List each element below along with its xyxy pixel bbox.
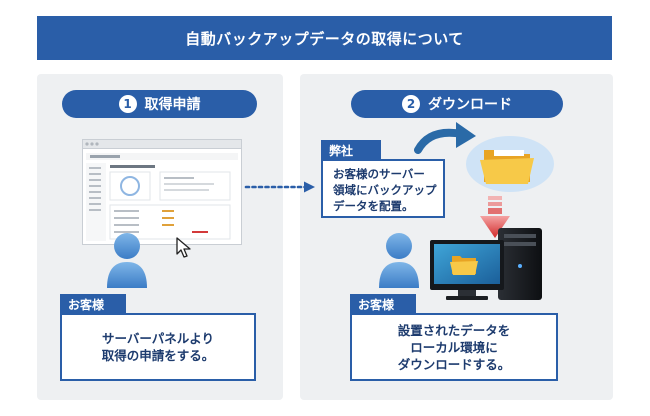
step2-header: 2 ダウンロード — [351, 90, 563, 118]
company-line-2: 領域にバックアップ — [333, 183, 437, 197]
step1-line-1: サーバーパネルより — [101, 331, 214, 346]
step1-number: 1 — [118, 95, 137, 113]
down-arrow-icon — [480, 196, 510, 238]
step1-description: サーバーパネルより 取得の申請をする。 — [60, 313, 256, 381]
step2-label: ダウンロード — [428, 97, 512, 113]
step1-label: 取得申請 — [144, 97, 201, 113]
browser-window-icon — [82, 139, 242, 245]
step2-number: 2 — [402, 95, 420, 113]
company-line-3: データを配置。 — [333, 199, 414, 213]
server-area-illustration — [414, 122, 554, 192]
company-line-1: お客様のサーバー — [333, 167, 425, 181]
step2-description: 設置されたデータを ローカル環境に ダウンロードする。 — [350, 313, 558, 381]
step1-customer-tag: お客様 — [60, 294, 126, 314]
step1-line-2: 取得の申請をする。 — [101, 348, 215, 363]
step2-line-3: ダウンロードする。 — [397, 356, 511, 372]
person-icon — [107, 233, 147, 288]
page-title: 自動バックアップデータの取得について — [37, 16, 612, 60]
step2-line-1: 設置されたデータを — [397, 322, 511, 338]
step2-line-2: ローカル環境に — [410, 339, 498, 355]
curved-arrow-icon — [414, 122, 476, 154]
cursor-icon — [176, 237, 191, 258]
dotted-arrow-icon — [244, 181, 315, 193]
folder-icon — [480, 150, 534, 184]
company-description: お客様のサーバー 領域にバックアップ データを配置。 — [321, 159, 445, 218]
person-icon — [379, 233, 419, 288]
company-tag: 弊社 — [321, 140, 381, 160]
desktop-computer-icon — [430, 228, 542, 300]
step1-header: 1 取得申請 — [62, 90, 257, 118]
step2-customer-tag: お客様 — [350, 294, 416, 314]
